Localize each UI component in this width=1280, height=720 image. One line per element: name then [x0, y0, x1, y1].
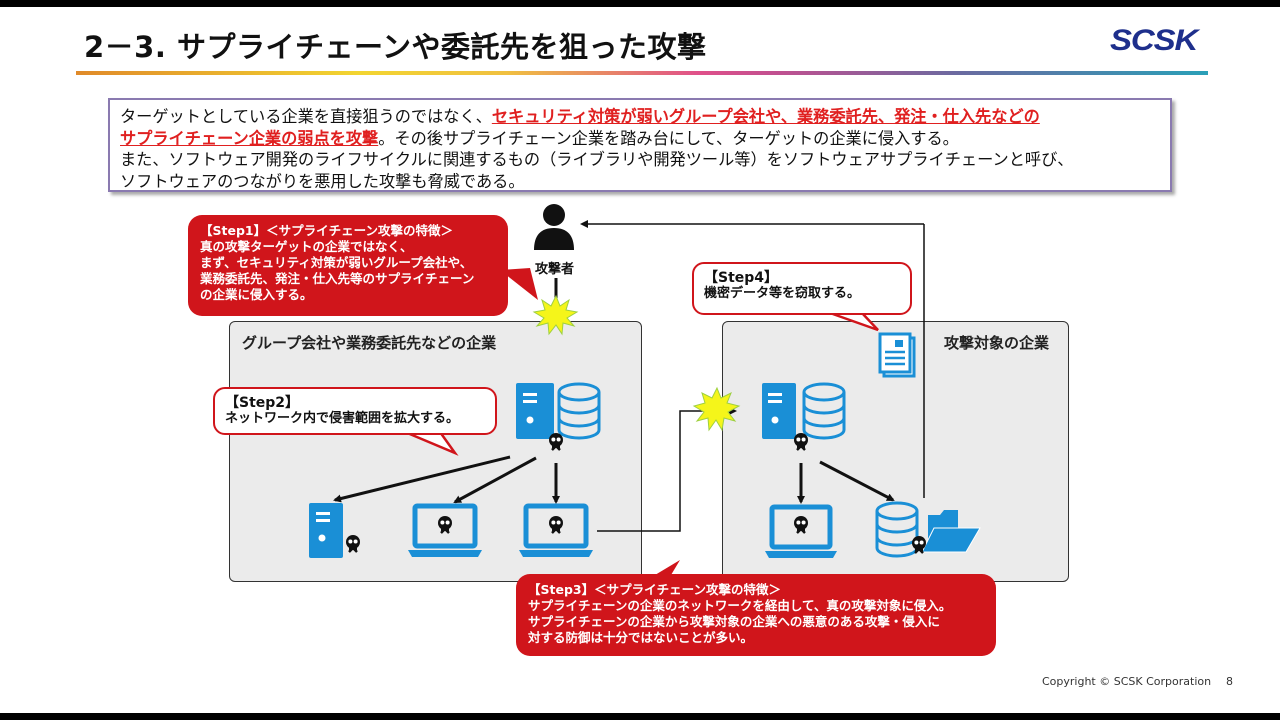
exfiltration-path [580, 220, 925, 498]
lateral-attack-path [597, 407, 737, 532]
intro-text-box: ターゲットとしている企業を直接狙うのではなく、セキュリティ対策が弱いグループ会社… [108, 98, 1172, 192]
intro-line-2: サプライチェーン企業の弱点を攻撃。その後サプライチェーン企業を踏み台にして、ター… [120, 128, 1170, 150]
target-panel-label: 攻撃対象の企業 [944, 334, 1050, 352]
skull-icon [344, 533, 362, 554]
server-icon [516, 383, 554, 439]
spread-arrow [453, 456, 537, 504]
skull-icon [436, 514, 454, 535]
compromised-laptop-icon [408, 503, 482, 557]
spread-arrow [819, 460, 895, 502]
step4-callout-tail [829, 311, 879, 332]
intro-highlight: セキュリティ対策が弱いグループ会社や、業務委託先、発注・仕入先などの [491, 107, 1040, 126]
compromised-server-icon [309, 503, 343, 558]
callout-line: 業務委託先、発注・仕入先等のサプライチェーン [200, 271, 475, 286]
supply-chain-panel-label: グループ会社や業務委託先などの企業 [242, 334, 497, 352]
target-database-icon [802, 382, 846, 440]
callout-line: 【Step3】＜サプライチェーン攻撃の特徴＞ [528, 582, 781, 597]
spread-arrow [333, 455, 511, 503]
skull-icon [792, 431, 810, 452]
step4-callout: 【Step4】 機密データ等を窃取する。 [692, 262, 912, 315]
intro-highlight: サプライチェーン企業の弱点を攻撃 [120, 128, 379, 148]
intrusion-burst-icon [532, 294, 579, 336]
supply-chain-company-panel [229, 321, 642, 582]
step2-callout: 【Step2】 ネットワーク内で侵害範囲を拡大する。 [213, 387, 497, 435]
scsk-logo: SCSK [1110, 24, 1198, 57]
callout-line: 【Step2】 [225, 395, 300, 411]
callout-line: 対する防御は十分ではないことが多い。 [528, 630, 754, 645]
skull-icon [547, 514, 565, 535]
attacker-icon [534, 204, 574, 250]
letterbox-bottom [0, 713, 1280, 720]
title-gradient-rule [76, 71, 1208, 75]
copyright-footer: Copyright © SCSK Corporation [1042, 675, 1212, 688]
intro-text: 。その後サプライチェーン企業を踏み台にして、ターゲットの企業に侵入する。 [378, 128, 959, 148]
intro-line-3: また、ソフトウェア開発のライフサイクルに関連するもの（ライブラリや開発ツール等）… [120, 150, 1074, 169]
callout-line: サプライチェーンの企業のネットワークを経由して、真の攻撃対象に侵入。 [528, 598, 952, 613]
slide-title: 2－3. サプライチェーンや委託先を狙った攻撃 [84, 30, 707, 64]
step1-callout: 【Step1】＜サプライチェーン攻撃の特徴＞ 真の攻撃ターゲットの企業ではなく、… [188, 215, 508, 316]
step1-callout-tail [500, 268, 538, 300]
document-icon [878, 332, 916, 378]
callout-line: 【Step1】＜サプライチェーン攻撃の特徴＞ [200, 223, 453, 238]
intrusion-burst-icon [692, 386, 741, 432]
letterbox-top [0, 0, 1280, 7]
step3-callout: 【Step3】＜サプライチェーン攻撃の特徴＞ サプライチェーンの企業のネットワー… [516, 574, 996, 656]
intro-text: ターゲットとしている企業を直接狙うのではなく、 [120, 107, 492, 126]
callout-line: まず、セキュリティ対策が弱いグループ会社や、 [200, 255, 473, 270]
callout-line: 真の攻撃ターゲットの企業ではなく、 [200, 239, 413, 254]
compromised-laptop-icon [519, 503, 593, 557]
callout-line: 【Step4】 [704, 270, 779, 286]
step2-callout-tail [404, 430, 459, 456]
target-laptop-icon [765, 504, 837, 558]
intro-line-1: ターゲットとしている企業を直接狙うのではなく、セキュリティ対策が弱いグループ会社… [120, 106, 1170, 128]
skull-icon [792, 514, 810, 535]
callout-line: 機密データ等を窃取する。 [704, 286, 861, 301]
page-number: 8 [1226, 675, 1233, 688]
intro-line-4: ソフトウェアのつながりを悪用した攻撃も脅威である。 [120, 171, 525, 191]
attacker-label: 攻撃者 [535, 262, 575, 277]
target-data-database-icon [875, 501, 919, 558]
folder-icon [921, 510, 981, 553]
callout-line: の企業に侵入する。 [200, 287, 313, 302]
database-icon [557, 382, 601, 440]
callout-line: サプライチェーンの企業から攻撃対象の企業への悪意のある攻撃・侵入に [528, 614, 940, 629]
skull-icon [547, 431, 565, 452]
callout-line: ネットワーク内で侵害範囲を拡大する。 [225, 411, 460, 426]
target-server-icon [762, 383, 796, 439]
